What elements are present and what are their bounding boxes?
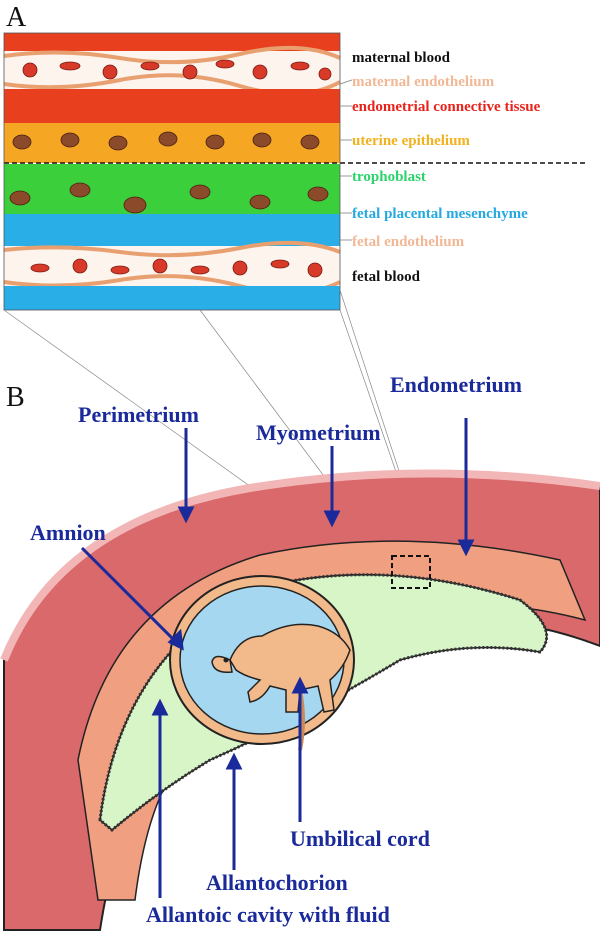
fetal-endothelium-top bbox=[3, 240, 341, 258]
allantochorion-folds bbox=[98, 573, 549, 832]
perimetrium-edge bbox=[0, 469, 600, 662]
maternal-blood-vessel bbox=[4, 51, 340, 89]
maternal-endothelium-top bbox=[3, 45, 341, 65]
panel-a: A bbox=[3, 2, 588, 311]
label-fetal-endothelium: fetal endothelium bbox=[352, 234, 465, 250]
panel-b-labels: Perimetrium Myometrium Endometrium Amnio… bbox=[30, 372, 522, 927]
allantoic-arrowhead bbox=[151, 698, 169, 716]
maternal-red-cells bbox=[22, 59, 332, 81]
fetal-mesenchyme-layer bbox=[4, 214, 340, 246]
maternal-blood-top bbox=[4, 33, 340, 51]
tissue-cross-section bbox=[3, 32, 588, 311]
fetus-icon bbox=[211, 623, 351, 713]
panel-a-labels: maternal blood maternal endothelium endo… bbox=[352, 50, 541, 285]
endometrium-arrowhead bbox=[457, 539, 475, 557]
fetal-blood-vessel bbox=[4, 246, 340, 286]
amnion-arrowhead bbox=[167, 628, 184, 651]
fetal-bottom-band bbox=[4, 286, 340, 310]
myometrium-arrowhead bbox=[323, 510, 341, 528]
label-fetal-placental-mesenchyme: fetal placental mesenchyme bbox=[352, 206, 528, 222]
label-amnion: Amnion bbox=[30, 520, 106, 545]
panel-a-leaders bbox=[339, 79, 353, 241]
label-fetal-blood: fetal blood bbox=[352, 269, 421, 285]
panel-b-letter: B bbox=[6, 382, 25, 413]
label-allantochorion: Allantochorion bbox=[206, 870, 348, 895]
allantochorion-arrowhead bbox=[225, 752, 243, 770]
label-maternal-blood: maternal blood bbox=[352, 50, 451, 66]
arrows bbox=[80, 418, 475, 898]
endometrial-connective-tissue bbox=[4, 89, 340, 123]
label-myometrium: Myometrium bbox=[256, 420, 381, 445]
panel-a-border bbox=[3, 32, 341, 311]
amnion-arrow bbox=[80, 546, 178, 644]
label-endometrial-connective-tissue: endometrial connective tissue bbox=[352, 99, 541, 115]
panel-a-letter: A bbox=[6, 2, 27, 33]
label-uterine-epithelium: uterine epithelium bbox=[352, 133, 470, 149]
umbilical-arrowhead bbox=[291, 676, 309, 694]
label-allantoic-cavity: Allantoic cavity with fluid bbox=[146, 902, 390, 927]
label-perimetrium: Perimetrium bbox=[78, 402, 199, 427]
zoom-box bbox=[391, 555, 431, 589]
label-trophoblast: trophoblast bbox=[352, 169, 426, 185]
label-maternal-endothelium: maternal endothelium bbox=[352, 74, 495, 90]
label-umbilical-cord: Umbilical cord bbox=[290, 826, 430, 851]
fetal-red-cells bbox=[30, 258, 323, 278]
label-endometrium: Endometrium bbox=[390, 372, 522, 397]
perimetrium-arrowhead bbox=[177, 506, 195, 524]
trophoblast-layer bbox=[4, 164, 340, 214]
epithelium-nuclei bbox=[12, 131, 320, 151]
trophoblast-nuclei bbox=[9, 182, 329, 214]
panel-b: B bbox=[0, 372, 600, 931]
